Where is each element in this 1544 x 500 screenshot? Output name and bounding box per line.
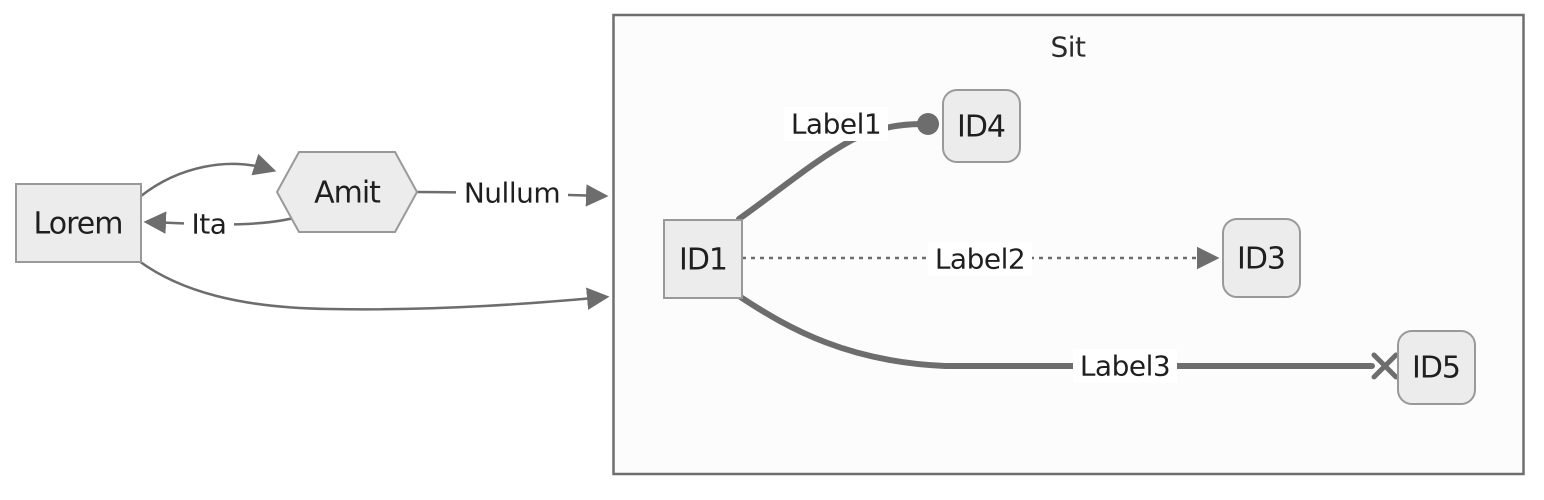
- node-id5-shape: [1397, 330, 1476, 405]
- edge-lorem-amit: [140, 153, 277, 197]
- edge-id1-id5: [736, 293, 1375, 369]
- node-id4: ID4: [942, 89, 1021, 163]
- edge-label-bg: [928, 242, 1032, 276]
- edge-lorem-cluster: [138, 259, 610, 311]
- node-lorem-label: Lorem: [34, 207, 123, 242]
- node-id3: ID3: [1222, 218, 1301, 298]
- edge-label-label2: Label2: [928, 242, 1032, 276]
- node-id3-shape: [1222, 218, 1301, 298]
- node-id4-label: ID4: [957, 110, 1005, 145]
- node-id4-shape: [942, 89, 1021, 163]
- edge-label-ita: Ita: [184, 207, 234, 241]
- node-lorem-shape: [15, 183, 142, 263]
- edge-label-text: Label1: [791, 108, 881, 141]
- edge-label-text: Ita: [192, 208, 227, 241]
- cluster-sit: Sit: [612, 13, 1525, 476]
- node-id1: ID1: [663, 219, 743, 299]
- node-id5: ID5: [1397, 330, 1476, 405]
- edge-label-nullum: Nullum: [456, 176, 568, 210]
- node-id1-shape: [663, 219, 743, 299]
- node-amit: Amit: [275, 151, 419, 233]
- node-id3-label: ID3: [1237, 242, 1285, 277]
- cluster-sit-title: Sit: [1050, 31, 1086, 64]
- node-id1-label: ID1: [679, 243, 727, 278]
- edge-label-bg: [184, 207, 234, 241]
- edge-label-bg: [456, 176, 568, 210]
- edge-label-text: Label2: [935, 243, 1025, 276]
- node-lorem: Lorem: [15, 183, 142, 263]
- edge-id1-id4: [736, 121, 925, 222]
- edge-label-text: Nullum: [464, 177, 560, 210]
- edge-label-bg: [1073, 349, 1177, 383]
- node-amit-shape: [275, 151, 419, 233]
- node-amit-label: Amit: [314, 176, 381, 211]
- cross-arrowhead-icon: [1371, 352, 1399, 380]
- node-id5-label: ID5: [1412, 351, 1460, 386]
- edge-label-bg: [784, 107, 888, 141]
- circle-arrowhead-icon: [917, 113, 939, 135]
- cluster-sit-box: [612, 13, 1525, 476]
- edge-label-label3: Label3: [1073, 349, 1177, 383]
- edge-label-label1: Label1: [784, 107, 888, 141]
- edge-label-text: Label3: [1080, 350, 1170, 383]
- cross-stroke: [1371, 352, 1399, 380]
